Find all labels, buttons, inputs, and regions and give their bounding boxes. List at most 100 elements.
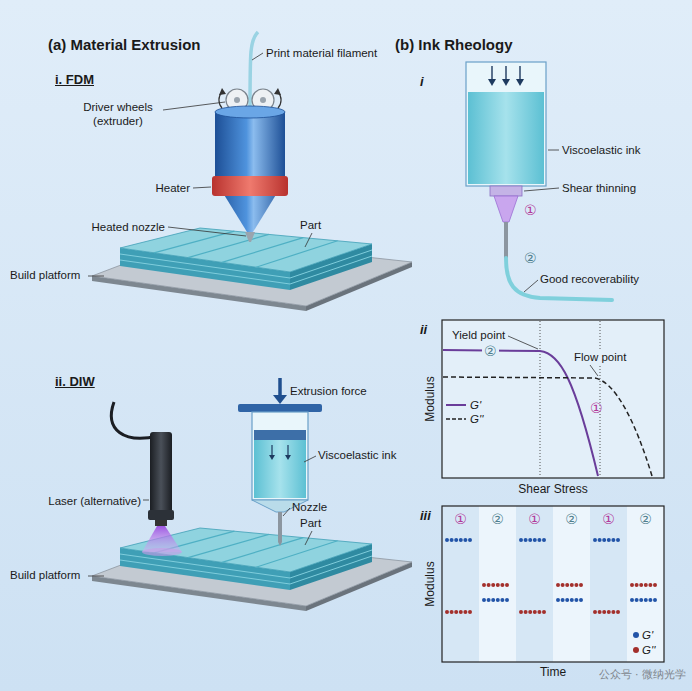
pressure-arrow [488,79,496,86]
callout-number: ② [482,343,499,359]
guide-line [600,321,601,477]
part-label: Laser (alternative) [48,494,141,508]
piston [254,430,306,440]
part-label: Driver wheels (extruder) [76,100,160,128]
leader-line [524,188,559,191]
callout-number: ② [639,511,652,527]
legend-item: G' [633,628,655,642]
flow-arrow [271,445,272,456]
build-platform [92,528,412,611]
flow-arrow [272,445,288,456]
pressure-arrow [491,66,492,80]
legend-line-sample [446,416,466,422]
leader-line [304,456,316,462]
ink-syringe-illustration [466,62,612,300]
callout-number: ② [491,511,504,527]
data-dots [521,538,548,542]
diw-illustration [88,378,412,611]
legend-item: G' [446,398,483,412]
laser-beam [142,548,182,556]
data-dots [632,583,659,587]
leader-line [88,276,104,277]
legend-swatch [633,647,639,653]
extruder-body [215,112,285,180]
part-label: Heater [155,181,190,195]
laser-device [148,510,174,520]
part-label: Good recoverability [540,272,639,286]
legend-text: G' [470,398,481,412]
legend-line-sample [446,404,466,406]
force-arrow [278,378,282,396]
panel-number: i [420,74,424,90]
callout-number: ② [524,250,537,266]
chart-frame [442,320,664,478]
axis-label: Shear Stress [518,482,587,496]
needle [504,222,508,258]
data-dots [447,540,659,612]
storage-modulus-curve [443,350,598,476]
rotation-arrow [219,88,226,95]
data-dots [595,610,622,614]
shear-nozzle [494,196,518,222]
part-label: Build platform [10,568,80,582]
part-label: Viscoelastic ink [562,143,640,157]
pressure-arrow [505,66,506,80]
band [590,506,627,662]
band [627,506,664,662]
modulus-time-chart [442,506,664,662]
watermark: 公众号 · 微纳光学 [599,668,687,682]
panel-number: iii [420,508,431,524]
callout-number: ① [454,511,467,527]
syringe-barrel [466,62,546,186]
pressure-arrow [519,66,520,80]
data-dots [558,598,585,602]
syringe-barrel [252,412,308,500]
callout-number: ① [602,511,615,527]
part-label: Part [300,516,321,530]
legend-item: G'' [446,412,485,426]
data-dots [447,538,474,542]
leader-line [508,336,538,349]
flow-arrow [287,445,288,456]
chart-frame [442,506,664,662]
leader-line [88,456,316,576]
axis-label: Time [540,665,566,679]
part-label: Viscoelastic ink [318,448,396,462]
modulus-stress-chart [442,320,664,478]
pressure-arrow [502,79,510,86]
data-dots [484,598,511,602]
band [516,506,553,662]
guide-line [540,321,541,477]
ink [254,440,306,498]
part-label: Heated nozzle [91,220,165,234]
nozzle [278,542,282,546]
part-label: Flow point [572,350,628,364]
driver-wheel [234,97,240,103]
heated-nozzle [245,232,255,242]
heater-band [212,176,288,196]
panel-number: ii [420,322,427,338]
leader-line [88,53,312,276]
plunger [238,404,322,412]
fdm-illustration [88,32,412,311]
force-arrow [273,395,287,404]
pressure-arrow [492,66,520,80]
data-dots [521,610,548,614]
build-platform [92,228,412,311]
loss-modulus-curve [443,377,652,476]
leader-line [163,102,225,110]
band [442,506,479,662]
callout-number: ① [524,202,537,218]
callout-number: ① [590,400,603,416]
driver-wheel [260,97,266,103]
subpanel-heading: ii. DIW [55,374,95,390]
laser-device [155,520,167,526]
flow-arrow [269,455,275,460]
rotation-arrow [274,88,281,95]
callout-number: ② [565,511,578,527]
data-dots [558,583,585,587]
nozzle-hub [490,186,522,196]
laser-device [150,432,172,520]
